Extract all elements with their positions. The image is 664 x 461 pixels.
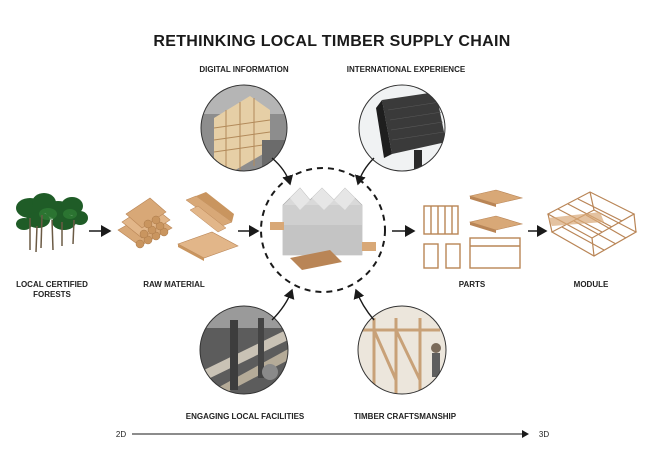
label-engaging-local-facilities: ENGAGING LOCAL FACILITIES [185,412,305,421]
label-digital-information: DIGITAL INFORMATION [199,65,289,74]
forest-image [16,193,88,253]
label-local-certified-forests: LOCAL CERTIFIED FORESTS [16,280,88,299]
parts-image [423,205,521,269]
arrow-craftsmanship-to-center [353,288,375,321]
diagram-title: RETHINKING LOCAL TIMBER SUPPLY CHAIN [153,33,511,50]
label-module: MODULE [573,280,609,289]
axis-start-label: 2D [115,430,127,439]
board-image [177,231,239,261]
log-pile-image [117,197,173,249]
arrow-international-to-center [354,157,375,186]
engaging-local-facilities-photo [199,305,289,395]
axis-end-label: 3D [538,430,550,439]
label-raw-material: RAW MATERIAL [143,280,205,289]
central-dashed-circle [260,167,386,293]
arrow-digital-to-center [271,157,294,186]
beams-image [185,192,234,233]
label-parts: PARTS [458,280,486,289]
international-experience-photo [358,84,446,172]
central-module-image [270,187,376,270]
timber-craftsmanship-photo [357,305,447,395]
label-international-experience: INTERNATIONAL EXPERIENCE [346,65,466,74]
label-timber-craftsmanship: TIMBER CRAFTSMANSHIP [353,412,457,421]
digital-information-photo [200,84,288,172]
arrow-facilities-to-center [271,288,295,321]
